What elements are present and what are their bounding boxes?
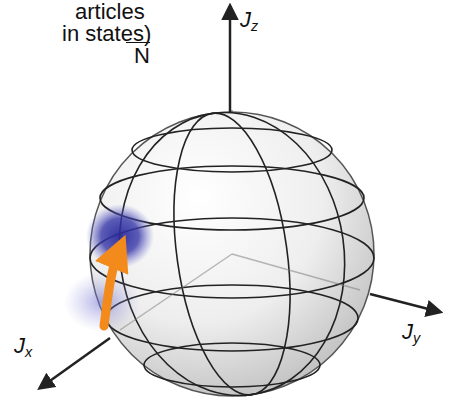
axis-label: Jz	[240, 8, 258, 34]
axis-label: Jy	[402, 320, 420, 346]
heading-fragment: articles	[75, 0, 145, 24]
axis-label: Jx	[14, 334, 32, 360]
formula-text: N	[126, 44, 150, 68]
